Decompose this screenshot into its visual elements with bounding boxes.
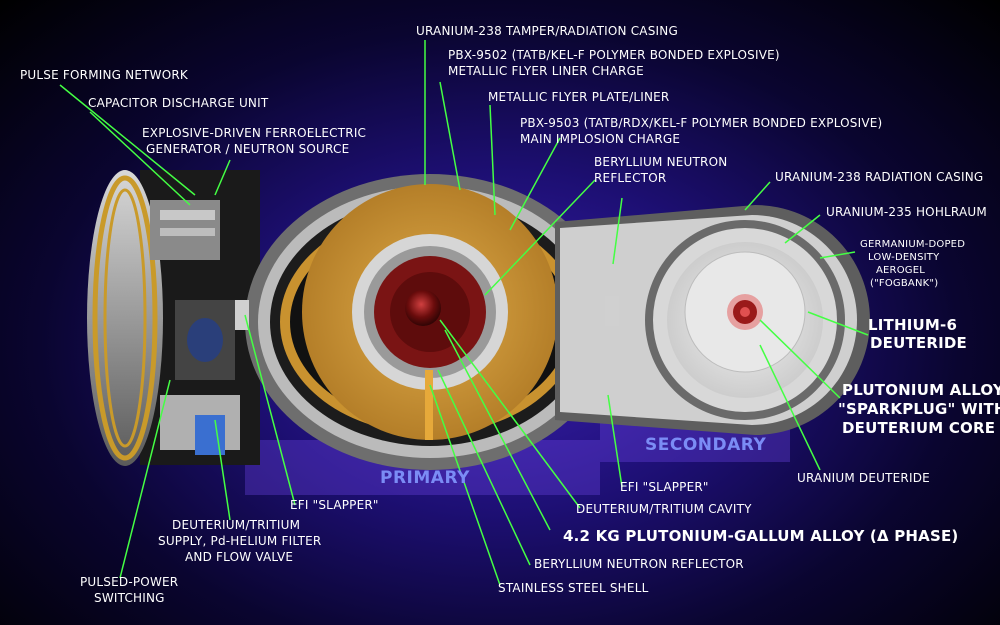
label-capacitor: CAPACITOR DISCHARGE UNIT — [88, 96, 268, 111]
label-dt-cavity: DEUTERIUM/TRITIUM CAVITY — [576, 502, 752, 517]
label-pbx9503: PBX-9503 (TATB/RDX/KEL-F POLYMER BONDED … — [520, 116, 882, 131]
label-efi-right: EFI "SLAPPER" — [620, 480, 709, 495]
label-dt-supply: DEUTERIUM/TRITIUM — [172, 518, 300, 533]
label-fogbank-line4: ("FOGBANK") — [870, 277, 938, 290]
section-secondary: SECONDARY — [645, 435, 766, 455]
dt-cavity — [405, 290, 441, 326]
label-pulsed-power: PULSED-POWER — [80, 575, 178, 590]
label-u-deuteride: URANIUM DEUTERIDE — [797, 471, 930, 486]
label-sparkplug: PLUTONIUM ALLOY — [842, 381, 1000, 400]
label-pu-pit: 4.2 KG PLUTONIUM-GALLUM ALLOY (Δ PHASE) — [563, 527, 958, 546]
label-pulsed-power-line2: SWITCHING — [94, 591, 165, 606]
label-dt-supply-line3: AND FLOW VALVE — [185, 550, 293, 565]
label-ferro-line2: GENERATOR / NEUTRON SOURCE — [146, 142, 349, 157]
label-ferro: EXPLOSIVE-DRIVEN FERROELECTRIC — [142, 126, 366, 141]
label-li6d: LITHIUM-6 — [868, 316, 957, 335]
label-pulse-forming: PULSE FORMING NETWORK — [20, 68, 188, 83]
label-pbx9502-line2: METALLIC FLYER LINER CHARGE — [448, 64, 644, 79]
section-primary: PRIMARY — [380, 468, 470, 488]
label-u238-tamper: URANIUM-238 TAMPER/RADIATION CASING — [416, 24, 678, 39]
label-fogbank-line2: LOW-DENSITY — [868, 251, 939, 264]
label-fogbank-line3: AEROGEL — [876, 264, 925, 277]
label-li6d-line2: DEUTERIDE — [870, 334, 967, 353]
label-flyer-plate: METALLIC FLYER PLATE/LINER — [488, 90, 669, 105]
label-pbx9502: PBX-9502 (TATB/KEL-F POLYMER BONDED EXPL… — [448, 48, 780, 63]
label-be-reflector-bottom: BERYLLIUM NEUTRON REFLECTOR — [534, 557, 744, 572]
label-pbx9503-line2: MAIN IMPLOSION CHARGE — [520, 132, 680, 147]
label-u235-hohlraum: URANIUM-235 HOHLRAUM — [826, 205, 987, 220]
label-u238-radiation: URANIUM-238 RADIATION CASING — [775, 170, 983, 185]
label-sparkplug-line3: DEUTERIUM CORE — [842, 419, 995, 438]
label-fogbank: GERMANIUM-DOPED — [860, 238, 965, 251]
label-sparkplug-line2: "SPARKPLUG" WITH — [838, 400, 1000, 419]
electronics-package — [87, 170, 260, 466]
label-be-reflector-top-line2: REFLECTOR — [594, 171, 666, 186]
label-dt-supply-line2: SUPPLY, Pd-HELIUM FILTER — [158, 534, 321, 549]
label-be-reflector-top: BERYLLIUM NEUTRON — [594, 155, 727, 170]
label-steel-shell: STAINLESS STEEL SHELL — [498, 581, 648, 596]
label-efi-left: EFI "SLAPPER" — [290, 498, 379, 513]
